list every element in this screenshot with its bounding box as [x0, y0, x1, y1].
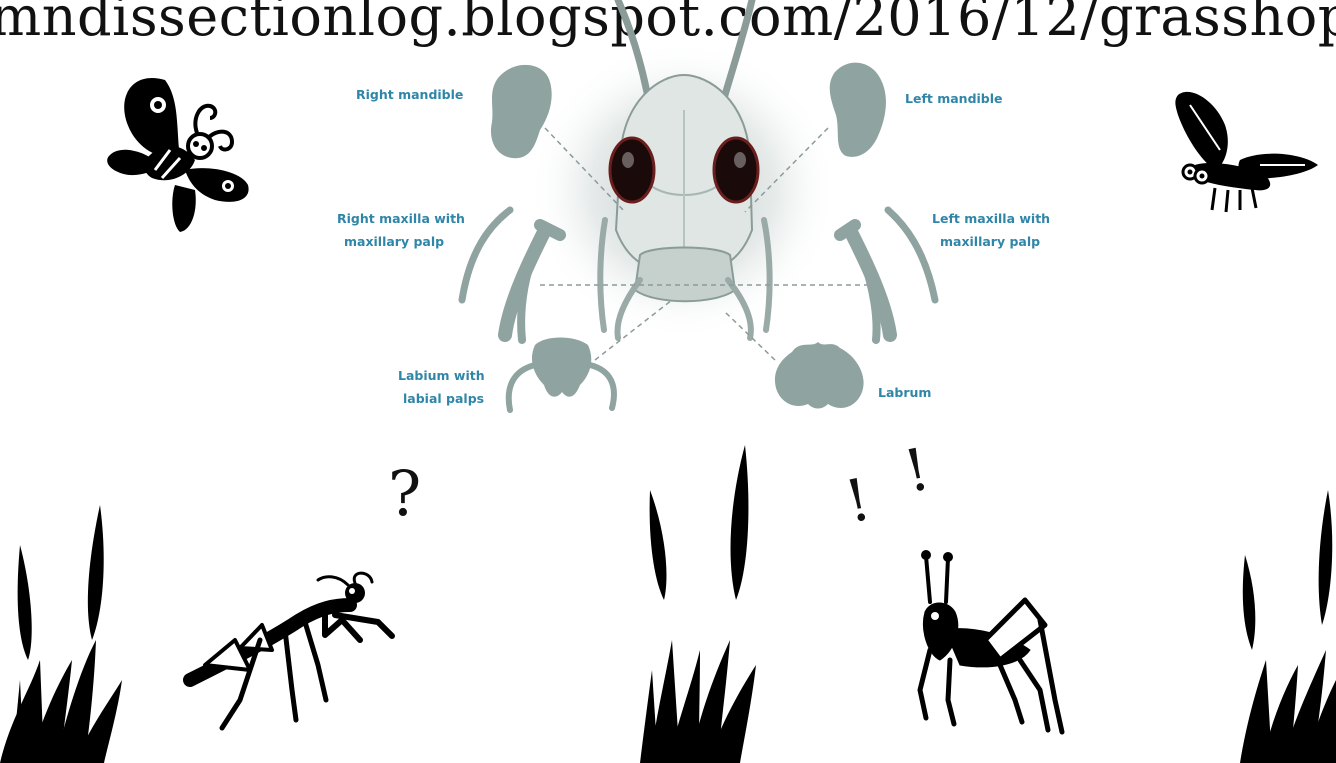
mantis-icon — [190, 573, 392, 728]
cattail-left-icon — [0, 505, 122, 763]
label-left-maxilla-line1: Left maxilla with — [932, 211, 1050, 226]
exclamation-mark-1: ! — [839, 465, 876, 536]
butterfly-icon — [107, 78, 248, 232]
label-left-maxilla-line2: maxillary palp — [940, 234, 1040, 249]
grasshopper-icon — [920, 550, 1062, 732]
label-labium-line2: labial palps — [403, 391, 484, 406]
cattail-center-icon — [640, 445, 756, 763]
label-right-maxilla-line2: maxillary palp — [344, 234, 444, 249]
right-eye-icon — [714, 138, 758, 202]
label-right-mandible: Right mandible — [356, 87, 463, 102]
left-mandible-part — [830, 63, 886, 157]
right-maxilla-part — [462, 210, 560, 340]
exclamation-mark-2: ! — [898, 435, 935, 506]
label-right-maxilla-line1: Right maxilla with — [337, 211, 465, 226]
label-labrum: Labrum — [878, 385, 931, 400]
left-maxilla-part — [840, 210, 935, 340]
fly-icon — [1175, 92, 1318, 212]
left-eye-icon — [610, 138, 654, 202]
labium-part — [509, 338, 614, 411]
label-left-mandible: Left mandible — [905, 91, 1003, 106]
cattail-right-icon — [1240, 490, 1336, 763]
question-mark: ? — [388, 457, 421, 530]
labrum-part — [775, 342, 864, 409]
label-labium-line1: Labium with — [398, 368, 485, 383]
